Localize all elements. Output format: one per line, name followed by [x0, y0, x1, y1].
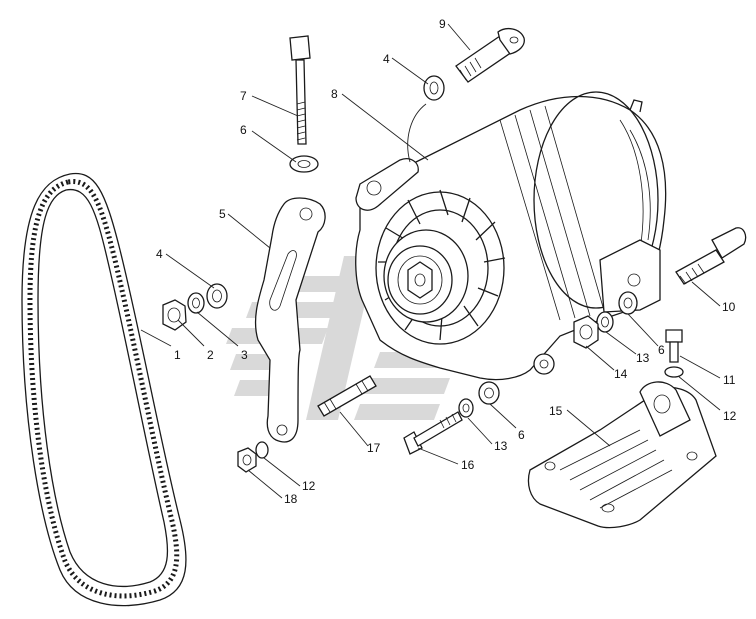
callout-4-left: 4	[156, 247, 163, 261]
callout-14: 14	[614, 367, 628, 381]
callout-6-top: 6	[240, 123, 247, 137]
washer-part-4-top	[423, 75, 445, 101]
spring-washer-part-12-right	[664, 366, 684, 378]
callout-2: 2	[207, 348, 214, 362]
callout-15: 15	[549, 404, 563, 418]
callout-5: 5	[219, 207, 226, 221]
spring-washer-part-12-lower	[255, 441, 269, 459]
washer-part-6-right	[618, 291, 638, 315]
callout-6-right: 6	[658, 343, 665, 357]
callout-12-lower: 12	[302, 479, 316, 493]
callout-11: 11	[723, 373, 736, 387]
callout-4-top: 4	[383, 52, 390, 66]
lock-washer-part-13-lower	[458, 398, 474, 418]
callout-8: 8	[331, 87, 338, 101]
washer-part-6-top	[289, 155, 319, 173]
lock-washer-part-3	[187, 292, 205, 314]
callout-3: 3	[241, 348, 248, 362]
long-bolt-part-7	[289, 35, 311, 145]
lock-washer-part-13-right	[596, 311, 614, 333]
stud-part-17	[317, 375, 377, 417]
nut-part-18	[237, 447, 257, 473]
callout-13-right: 13	[636, 351, 650, 365]
callout-17: 17	[367, 441, 381, 455]
callout-9: 9	[439, 17, 446, 31]
washer-part-6-lower	[478, 381, 500, 405]
callout-16: 16	[461, 458, 475, 472]
callout-12-right: 12	[723, 409, 737, 423]
alternator-part-8	[355, 91, 667, 381]
small-bolt-part-11	[665, 329, 683, 363]
callout-7: 7	[240, 89, 247, 103]
callout-labels: 1 2 3 4 4 5 6 6 6 7 8 9 10 11 12 12 13 1…	[156, 17, 737, 506]
leader-lines	[140, 23, 721, 499]
callout-10: 10	[722, 300, 736, 314]
callout-18: 18	[284, 492, 298, 506]
bolt-part-16	[403, 411, 463, 455]
mounting-bracket-part-15	[527, 381, 717, 529]
washer-part-4-left	[206, 283, 228, 309]
v-belt-part-1	[21, 172, 187, 607]
nut-part-2	[162, 299, 187, 331]
adjusting-bolt-part-9	[455, 27, 525, 83]
nut-part-14	[573, 315, 599, 349]
callout-13-lower: 13	[494, 439, 508, 453]
callout-6-lower: 6	[518, 428, 525, 442]
callout-1: 1	[174, 348, 181, 362]
bracket-part-5	[254, 197, 326, 443]
bolt-part-10	[675, 227, 747, 285]
